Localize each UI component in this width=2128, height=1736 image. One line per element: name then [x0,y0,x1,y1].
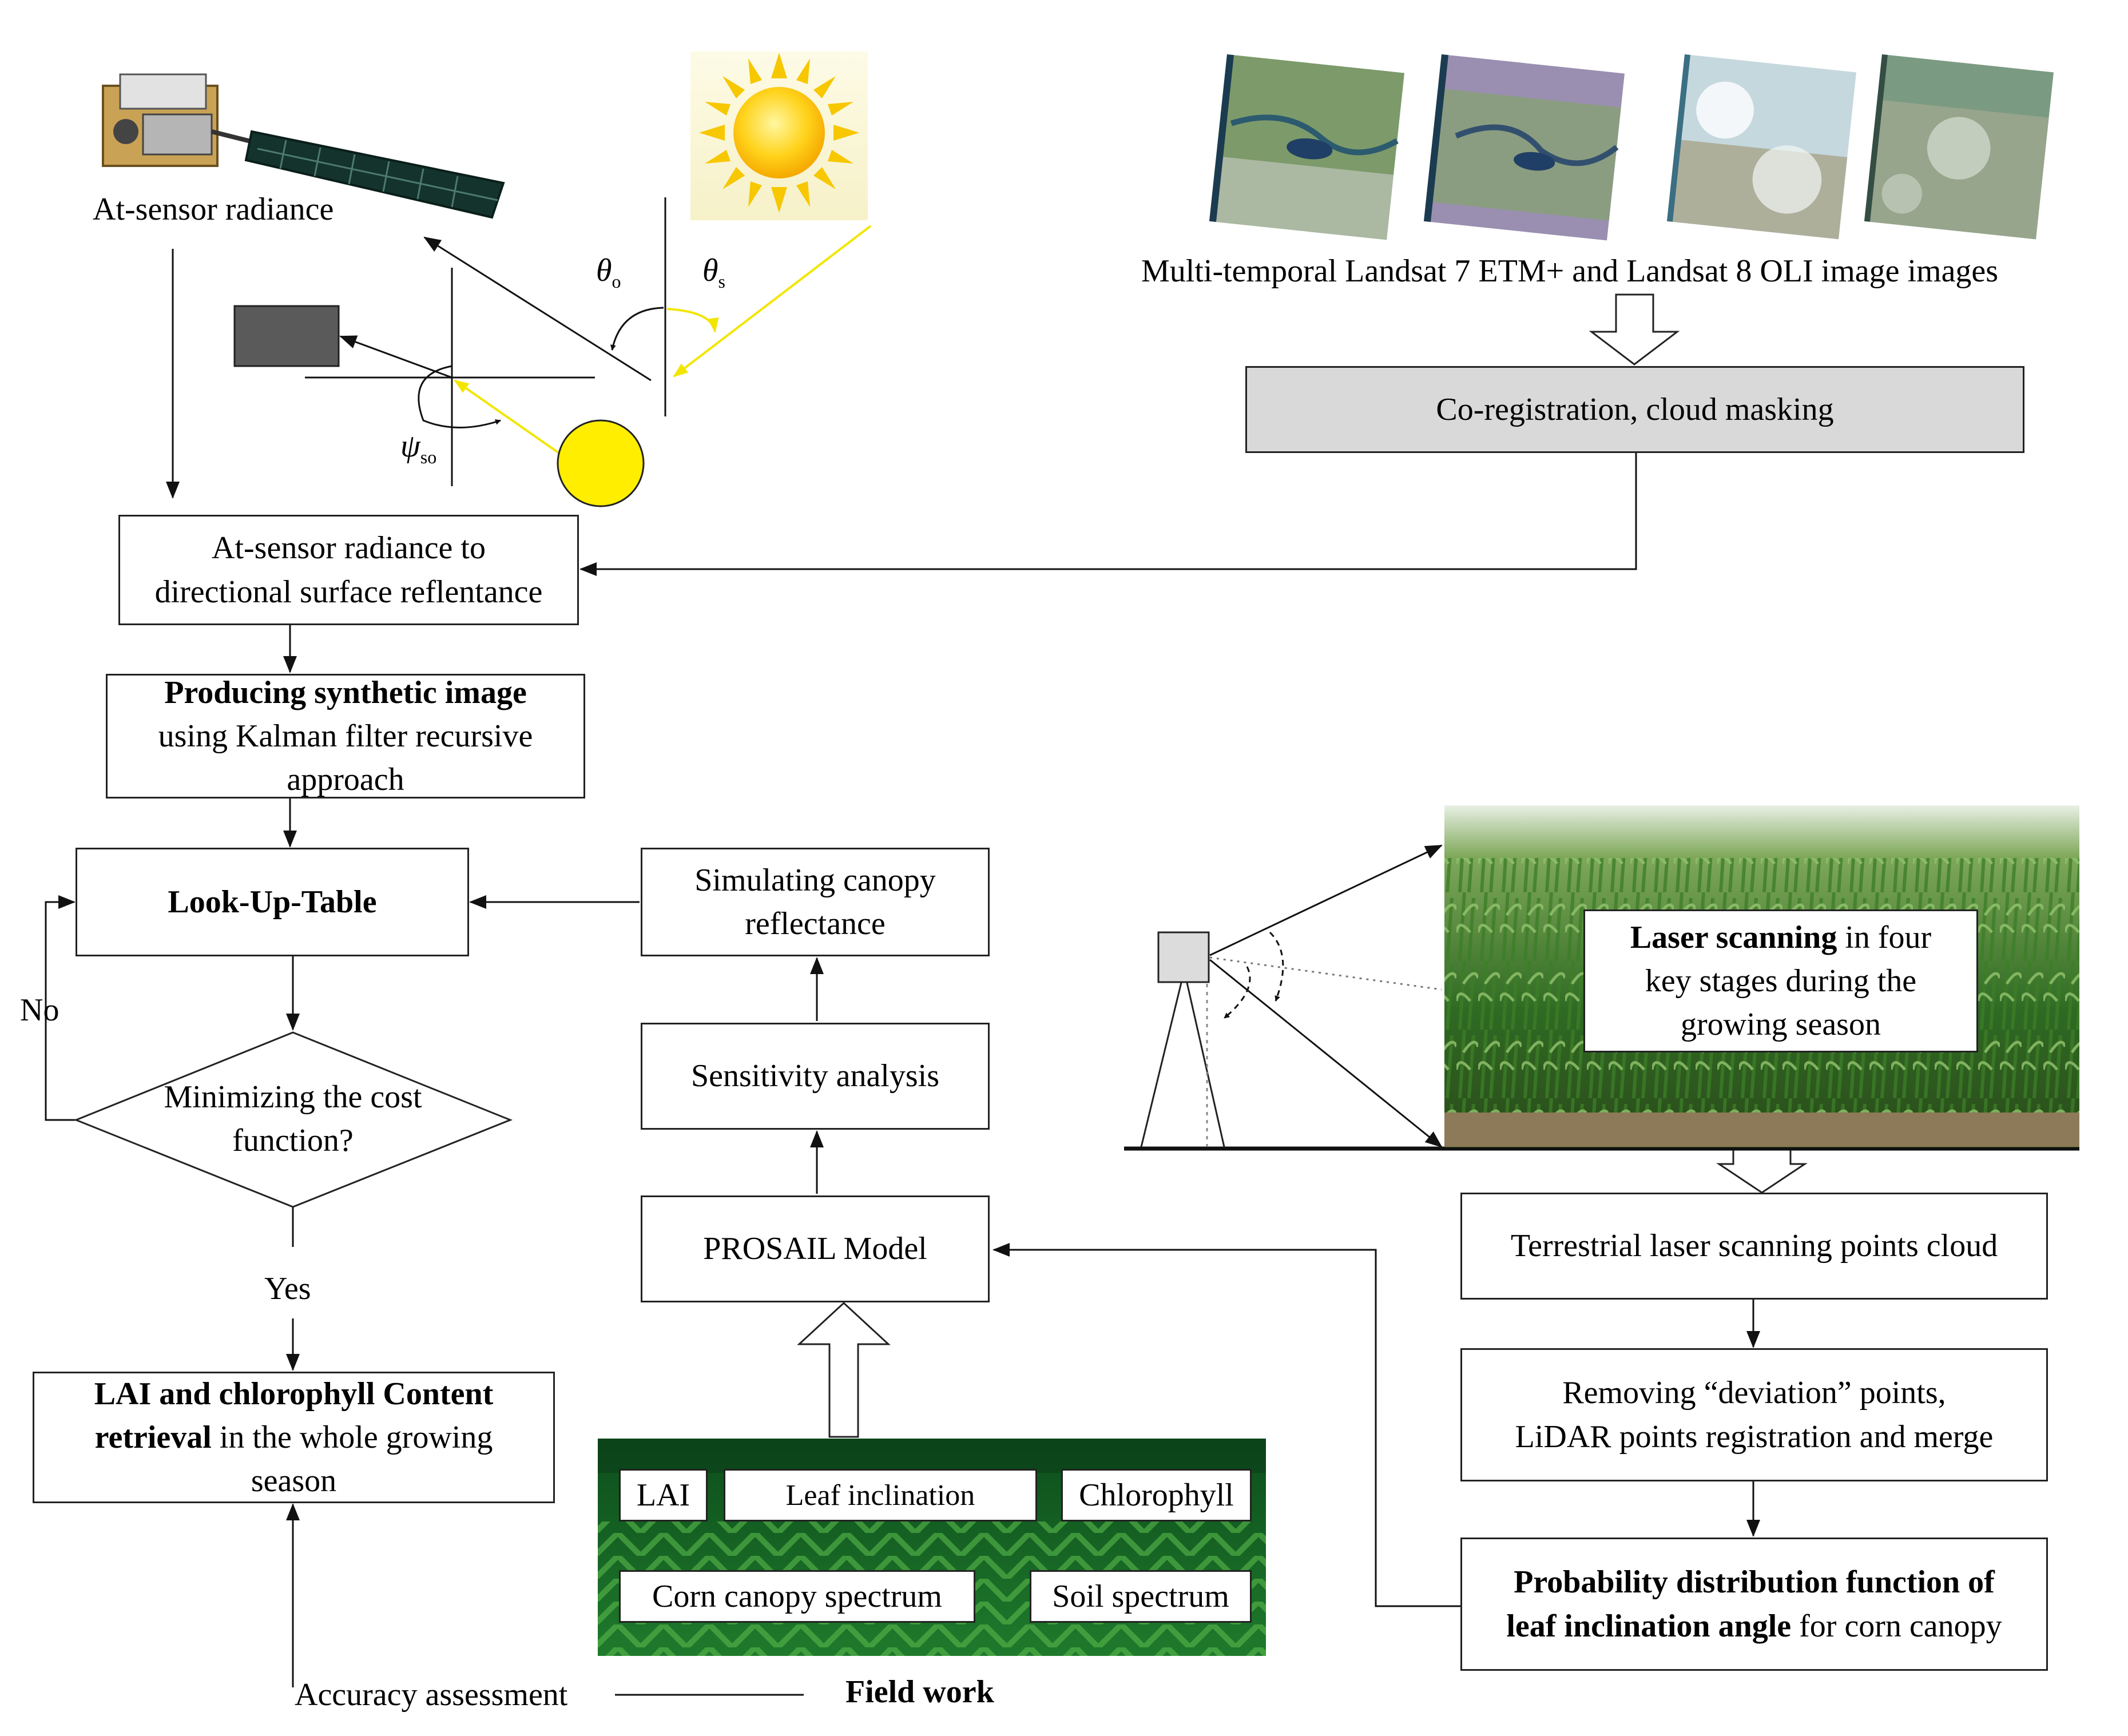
radiance-line-1: At-sensor radiance to [212,530,486,566]
tls-text: Terrestrial laser scanning points cloud [1510,1228,1998,1264]
sun-icon [690,51,868,220]
radiance-to-reflectance-box: At-sensor radiance to directional surfac… [118,515,579,625]
laser-scanning-box: Laser scanning in four key stages during… [1583,909,1978,1052]
field-label-soil: Soil spectrum [1030,1570,1252,1623]
laser-bold: Laser scanning [1630,919,1837,955]
look-up-table-box: Look-Up-Table [76,848,469,956]
coregistration-box: Co-registration, cloud masking [1245,366,2024,453]
landsat-caption: Multi-temporal Landsat 7 ETM+ and Landsa… [1141,253,1999,289]
sensitivity-text: Sensitivity analysis [691,1058,939,1094]
coregistration-text: Co-registration, cloud masking [1436,391,1834,427]
pdf-leaf-inclination-box: Probability distribution function of lea… [1460,1538,2048,1671]
tripod-scanner-icon [1124,844,2079,1151]
removing-line-1: Removing “deviation” points, [1562,1375,1946,1411]
laser-line-3: growing season [1681,1007,1881,1043]
psi-subscript: so [420,447,437,468]
small-sun-icon [557,419,645,507]
sensitivity-analysis-box: Sensitivity analysis [641,1023,990,1130]
field-label-chlorophyll: Chlorophyll [1061,1469,1252,1522]
landsat-image-stack [1209,54,2054,241]
at-sensor-radiance-label: At-sensor radiance [93,192,334,227]
hollow-arrow-to-coreg [1589,293,1680,366]
field-work-label: Field work [845,1674,994,1710]
removing-line-2: LiDAR points registration and merge [1515,1419,1994,1455]
psi-so-symbol: ψso [400,430,436,466]
theta-o-symbol: θo [596,255,621,291]
decision-diamond [73,1031,513,1208]
laser-line-1: Laser scanning in four [1630,916,1931,959]
theta-s-symbol: θs [702,255,725,291]
hollow-arrow-field-to-prosail [797,1301,891,1438]
laser-rest: in four [1837,919,1932,955]
radiance-line-2: directional surface reflentance [154,574,543,610]
decision-line-1: Minimizing the cost [164,1079,422,1115]
accuracy-assessment-label: Accuracy assessment [295,1677,568,1713]
synthetic-line-3: approach [287,762,404,798]
synthetic-line-2: using Kalman filter recursive [158,718,533,754]
decision-text: Minimizing the cost function? [127,1075,459,1162]
simulating-reflectance-box: Simulating canopy reflectance [641,848,990,956]
retrieval-line-2: retrieval in the whole growing [95,1416,493,1459]
yes-label: Yes [264,1271,311,1306]
retrieval-rest: in the whole growing [211,1419,493,1455]
pdf-bold: leaf inclination angle [1506,1608,1792,1644]
tls-points-cloud-box: Terrestrial laser scanning points cloud [1460,1193,2048,1300]
retrieval-line-3: season [251,1463,337,1499]
pdf-rest: for corn canopy [1791,1608,2002,1644]
sensor-block [233,305,340,367]
look-up-table-text: Look-Up-Table [168,884,377,920]
satellite-icon [89,51,512,219]
decision-line-2: function? [232,1123,354,1159]
theta-o-char: θ [596,253,612,288]
psi-char: ψ [400,428,420,464]
retrieval-bold-word: retrieval [94,1419,212,1455]
simulating-line-1: Simulating canopy [694,862,936,898]
prosail-text: PROSAIL Model [703,1231,927,1267]
theta-o-subscript: o [612,271,621,292]
lai-retrieval-box: LAI and chlorophyll Content retrieval in… [33,1372,555,1503]
removing-deviation-box: Removing “deviation” points, LiDAR point… [1460,1348,2048,1481]
synthetic-title: Producing synthetic image [164,674,527,710]
simulating-line-2: reflectance [745,906,886,942]
pdf-line-2: leaf inclination angle for corn canopy [1506,1604,2002,1648]
field-label-lai: LAI [619,1469,708,1522]
field-label-corn-canopy: Corn canopy spectrum [619,1570,975,1623]
laser-line-2: key stages during the [1645,963,1917,999]
retrieval-line-1: LAI and chlorophyll Content [94,1376,494,1412]
hollow-arrow-laser-to-tls [1716,1146,1808,1194]
theta-s-char: θ [702,253,718,288]
synthetic-image-box: Producing synthetic image using Kalman f… [106,674,585,799]
field-label-leaf-inclination: Leaf inclination [724,1469,1037,1522]
theta-s-subscript: s [718,271,725,292]
no-label: No [20,992,59,1028]
corn-field-photo [1444,805,2079,1147]
prosail-model-box: PROSAIL Model [641,1195,990,1302]
pdf-line-1: Probability distribution function of [1514,1564,1995,1600]
viewing-geometry-diagram [233,197,872,507]
